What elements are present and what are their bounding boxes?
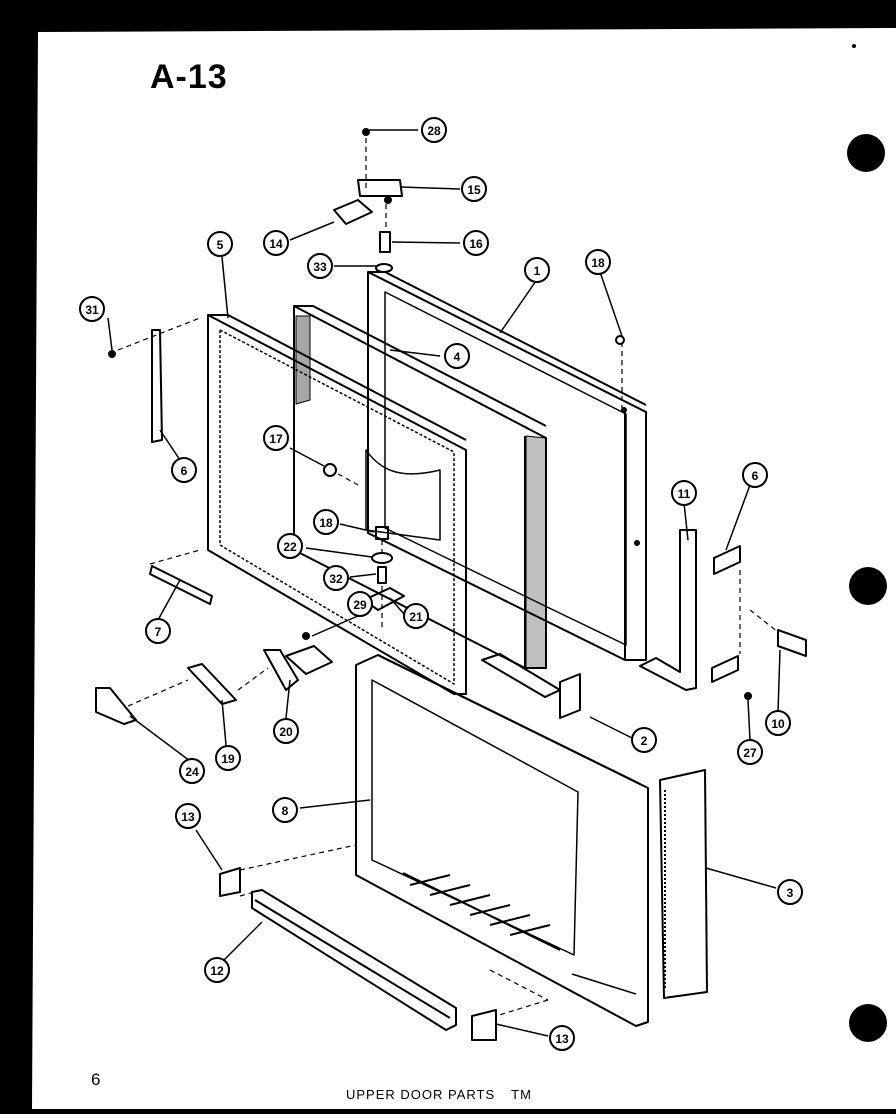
svg-text:20: 20 xyxy=(279,725,293,739)
callouts: 28 15 14 16 33 5 1 18 31 4 6 17 6 11 18 … xyxy=(79,117,803,1051)
svg-text:33: 33 xyxy=(313,260,327,274)
svg-text:5: 5 xyxy=(217,238,224,252)
callout-28: 28 xyxy=(421,117,447,143)
callout-19: 19 xyxy=(215,745,241,771)
callout-27: 27 xyxy=(737,739,763,765)
callout-6-right: 6 xyxy=(742,462,768,488)
callout-21: 21 xyxy=(403,603,429,629)
callout-17: 17 xyxy=(263,425,289,451)
svg-text:11: 11 xyxy=(678,487,691,501)
svg-text:22: 22 xyxy=(283,540,297,554)
part-angle-bracket xyxy=(481,653,581,719)
part-insulation-panel xyxy=(293,305,547,669)
svg-text:19: 19 xyxy=(221,752,235,766)
part-inner-liner xyxy=(355,654,649,1027)
callout-12: 12 xyxy=(204,957,230,983)
svg-text:3: 3 xyxy=(787,886,794,900)
page-number: 6 xyxy=(91,1070,101,1089)
svg-text:28: 28 xyxy=(427,124,441,138)
page-title: A-13 xyxy=(150,58,228,96)
svg-text:15: 15 xyxy=(467,183,481,197)
svg-text:6: 6 xyxy=(181,464,188,478)
svg-text:12: 12 xyxy=(210,964,224,978)
part-hinge-bracket xyxy=(639,529,697,691)
svg-text:27: 27 xyxy=(743,746,757,760)
binder-hole-bottom xyxy=(849,1004,887,1042)
svg-text:13: 13 xyxy=(181,810,195,824)
callout-11: 11 xyxy=(671,480,697,506)
callout-13-bottom: 13 xyxy=(549,1025,575,1051)
caption-text: UPPER DOOR PARTS xyxy=(346,1087,496,1102)
callout-22: 22 xyxy=(277,533,303,559)
callout-18-middle: 18 xyxy=(313,509,339,535)
svg-text:21: 21 xyxy=(409,610,423,624)
part-top-hinge xyxy=(333,128,403,273)
svg-text:7: 7 xyxy=(155,625,162,639)
callout-18-top: 18 xyxy=(585,249,611,275)
svg-text:18: 18 xyxy=(319,516,333,530)
callout-33: 33 xyxy=(307,253,333,279)
svg-text:1: 1 xyxy=(534,264,541,278)
svg-text:16: 16 xyxy=(469,237,483,251)
paper-sheet xyxy=(32,28,896,1109)
callout-32: 32 xyxy=(323,565,349,591)
svg-text:32: 32 xyxy=(329,572,343,586)
alignment-lines xyxy=(117,138,779,1017)
svg-text:24: 24 xyxy=(185,765,199,779)
callout-29: 29 xyxy=(347,591,373,617)
part-side-trim xyxy=(659,769,708,999)
svg-text:10: 10 xyxy=(771,717,785,731)
svg-text:29: 29 xyxy=(353,598,367,612)
callout-10: 10 xyxy=(765,710,791,736)
part-lower-hinge xyxy=(95,335,752,725)
leader-lines xyxy=(107,129,781,1037)
callout-7: 7 xyxy=(145,618,171,644)
part-small-pieces xyxy=(149,329,807,1041)
callout-5: 5 xyxy=(207,231,233,257)
svg-text:2: 2 xyxy=(641,734,648,748)
svg-text:31: 31 xyxy=(85,303,99,317)
callout-16: 16 xyxy=(463,230,489,256)
diagram-caption: UPPER DOOR PARTS TM xyxy=(346,1087,548,1102)
svg-text:18: 18 xyxy=(591,256,605,270)
callout-8: 8 xyxy=(272,797,298,823)
callout-20: 20 xyxy=(273,718,299,744)
svg-text:4: 4 xyxy=(454,350,461,364)
svg-text:13: 13 xyxy=(555,1032,569,1046)
callout-4: 4 xyxy=(444,343,470,369)
callout-6-left: 6 xyxy=(171,457,197,483)
svg-text:17: 17 xyxy=(269,432,283,446)
svg-text:6: 6 xyxy=(752,469,759,483)
callout-14: 14 xyxy=(263,230,289,256)
svg-text:8: 8 xyxy=(282,804,289,818)
caption-suffix: TM xyxy=(511,1087,532,1102)
binder-hole-top xyxy=(847,134,885,172)
speck xyxy=(852,44,856,48)
callout-13-top: 13 xyxy=(175,803,201,829)
callout-24: 24 xyxy=(179,758,205,784)
callout-1: 1 xyxy=(524,257,550,283)
svg-text:14: 14 xyxy=(269,237,283,251)
binder-hole-middle xyxy=(849,567,887,605)
callout-2: 2 xyxy=(631,727,657,753)
callout-3: 3 xyxy=(777,879,803,905)
callout-15: 15 xyxy=(461,176,487,202)
callout-31: 31 xyxy=(79,296,105,322)
